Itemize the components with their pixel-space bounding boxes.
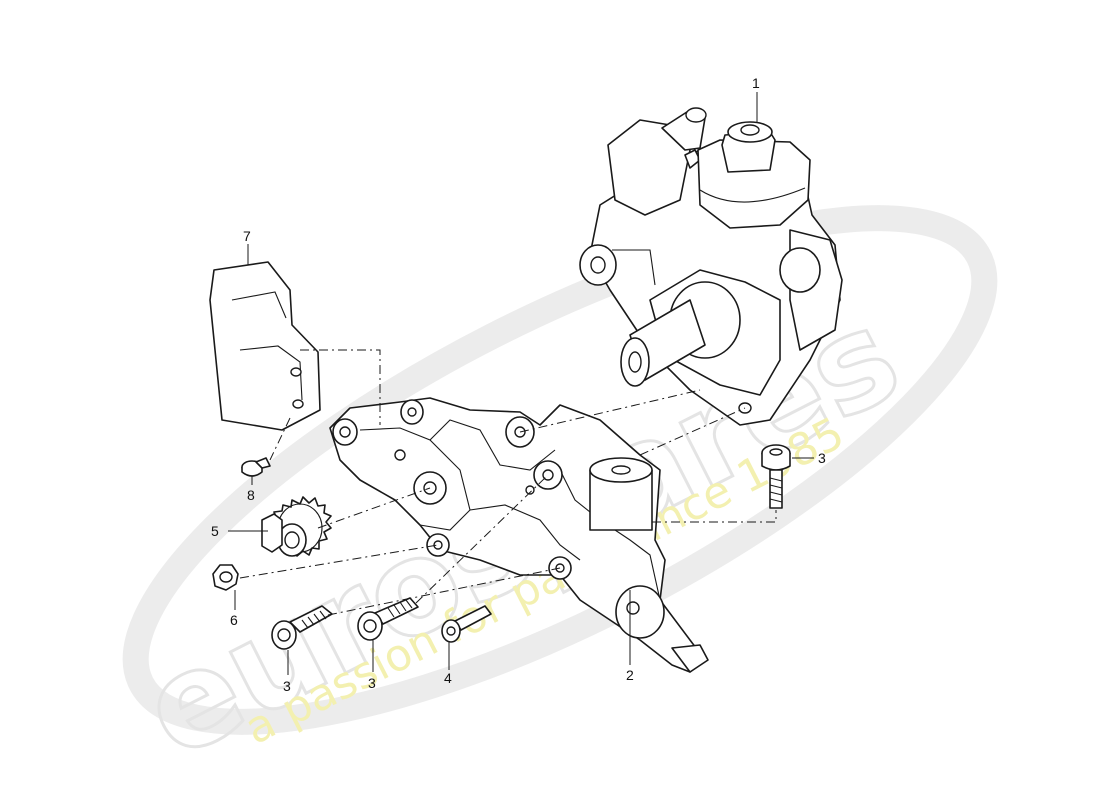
screw-icon	[241, 457, 271, 477]
heat-shield-icon	[209, 261, 321, 431]
nut-icon	[212, 564, 239, 591]
callout-7: 7	[243, 228, 251, 244]
callout-6: 6	[230, 612, 238, 628]
flange-bolt-icon	[761, 444, 791, 509]
callout-2: 2	[626, 667, 634, 683]
callout-8: 8	[247, 487, 255, 503]
high-pressure-fuel-pump-icon	[579, 107, 843, 426]
bolt-icon	[441, 605, 492, 643]
pump-bracket-icon	[329, 397, 709, 673]
leader-lines	[228, 92, 814, 675]
callout-3-right: 3	[818, 450, 826, 466]
assembly-lines	[239, 349, 777, 616]
callout-5: 5	[211, 523, 219, 539]
callouts: 1 2 3 3 3 4 5 6 7 8	[211, 75, 826, 694]
callout-1: 1	[752, 75, 760, 91]
flange-bolt-icon	[271, 605, 333, 650]
callout-3-middle: 3	[368, 675, 376, 691]
callout-3-left: 3	[283, 678, 291, 694]
flange-bolt-icon	[357, 597, 419, 641]
callout-4: 4	[444, 670, 452, 686]
drive-gear-icon	[261, 496, 332, 557]
